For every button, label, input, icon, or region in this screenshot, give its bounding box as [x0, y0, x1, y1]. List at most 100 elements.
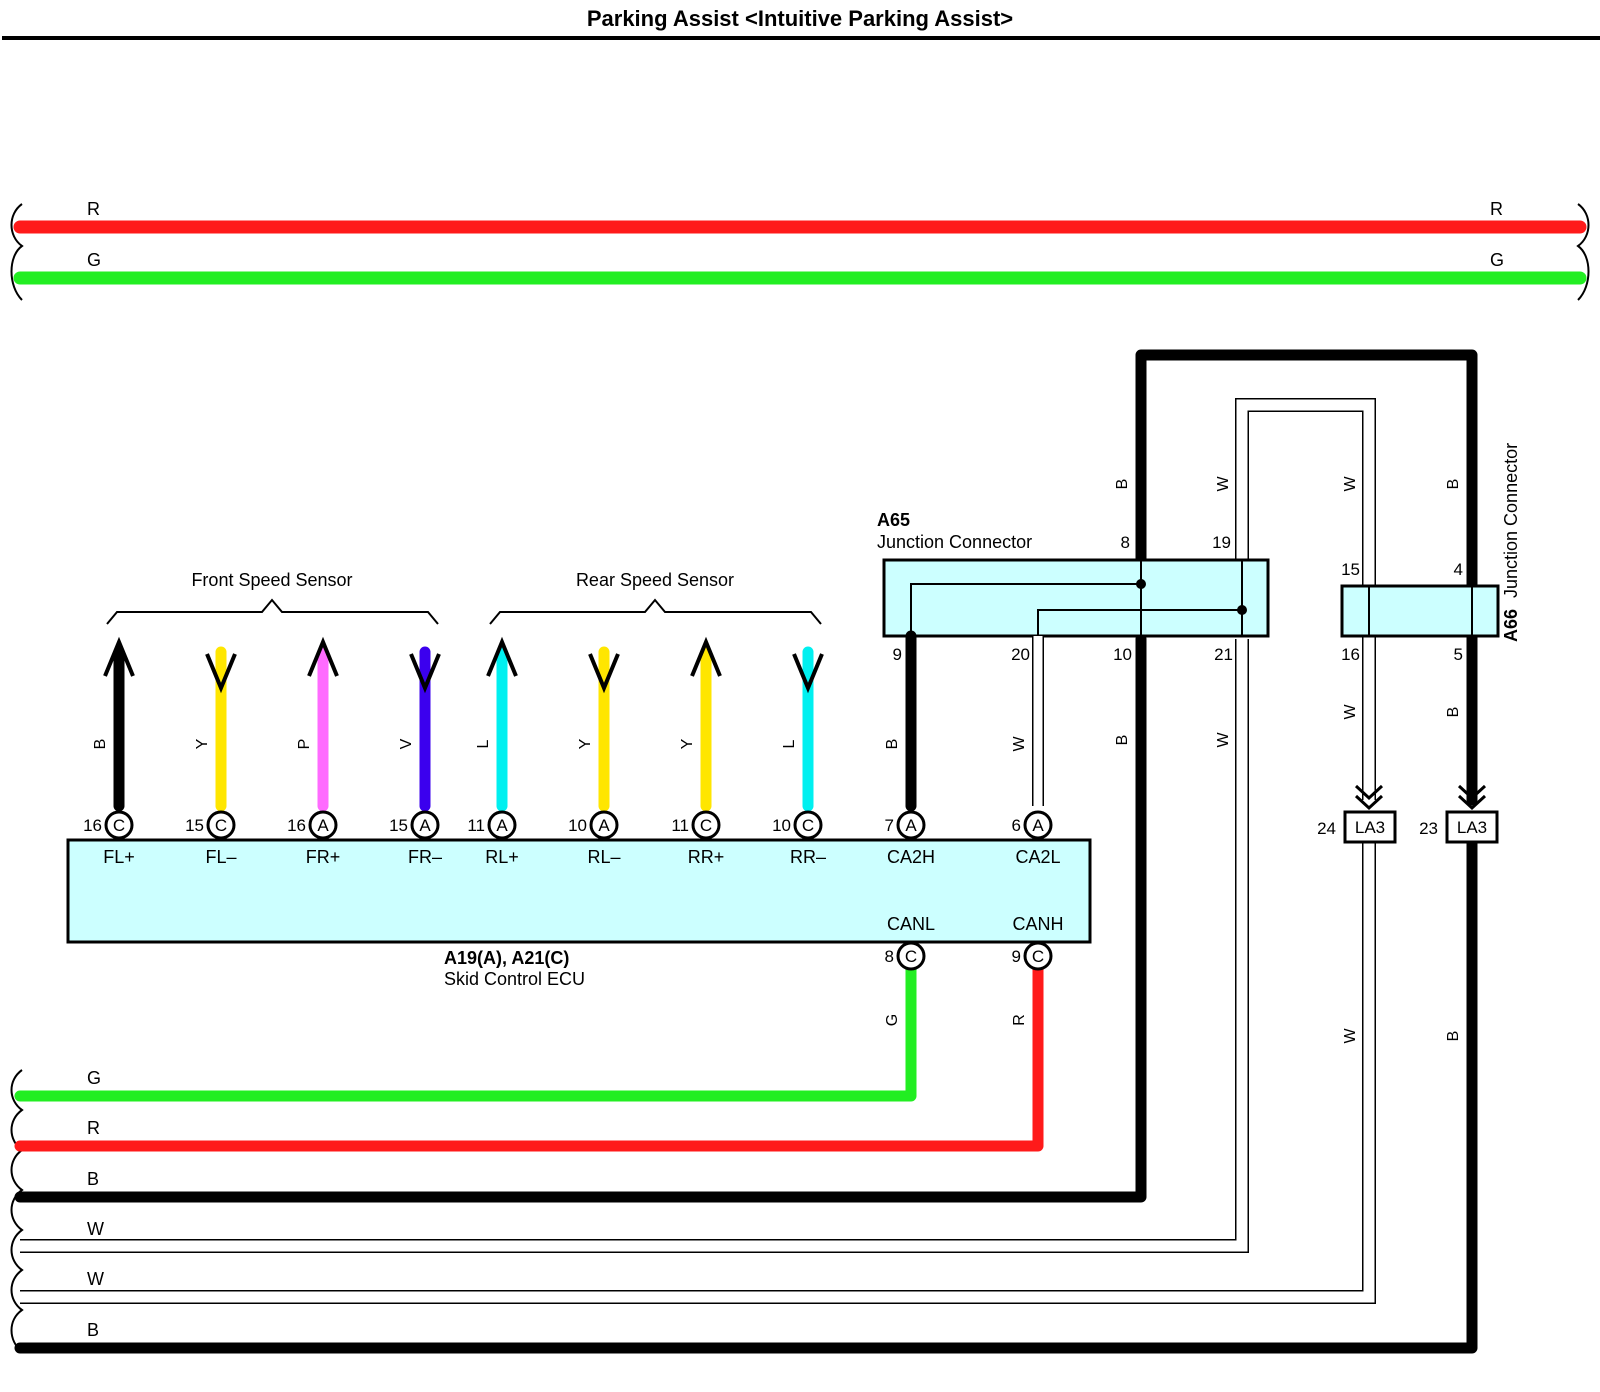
a65-pin-20: 20 [1011, 645, 1030, 664]
sensor-arrow-down-7 [792, 653, 824, 694]
la3-23-arrow-b [1457, 794, 1487, 811]
wire-code-a66_out_b: B [1445, 707, 1462, 718]
wire-code-1: Y [194, 738, 211, 749]
ecu-pin-conn-3: A [419, 816, 431, 835]
ecu-pin-label-7: RR– [790, 847, 826, 867]
front-sensor-brace [106, 598, 439, 625]
a65-pin-10: 10 [1113, 645, 1132, 664]
wire-code-can_g: G [884, 1014, 901, 1026]
la3-24-box [1343, 810, 1397, 844]
ecu-pin-circle-9 [1023, 810, 1053, 840]
top-bus: R R G G [10, 199, 1590, 301]
ecu-pin-circle-7 [793, 810, 823, 840]
ecu-pin-number-9: 6 [1012, 816, 1021, 835]
wire-code-a65_in_w: W [1215, 476, 1232, 492]
la3-23-arrow-a [1457, 784, 1487, 801]
bus-wire-b2 [14, 836, 1478, 1354]
bottom-bus: G R B W W B [14, 633, 1478, 1354]
ecu-top-pins: C16FL+C15FL–A16FR+A15FR–A11RL+A10RL–C11R… [83, 810, 1061, 867]
ecu-pin-conn-5: A [598, 816, 610, 835]
ecu-pin-number-4: 11 [467, 816, 485, 835]
ecu-pin-number-3: 15 [389, 816, 408, 835]
a65-pin-19: 19 [1212, 533, 1231, 552]
wire-code-a65_out_b: B [1114, 735, 1131, 746]
ecu-pin-label-8: CA2H [887, 847, 935, 867]
ecu-body [66, 838, 1092, 944]
a66-name: A66 [1501, 609, 1521, 642]
ecu-bottom-pin-label-0: CANL [887, 914, 935, 934]
a65-connector: A65 Junction Connector 8 19 9 20 10 21 [877, 510, 1270, 664]
bus-b2-label: B [87, 1320, 99, 1340]
top-bus-break-right [1576, 203, 1590, 301]
sensor-arrow-up-4 [486, 636, 518, 677]
a66-pin-4: 4 [1454, 560, 1463, 579]
rear-sensor-group: Rear Speed Sensor [489, 570, 822, 625]
a66-pin-16: 16 [1341, 645, 1360, 664]
ecu-bottom-pin-label-1: CANH [1012, 914, 1063, 934]
bus-w1-label: W [87, 1219, 104, 1239]
title-rule [2, 36, 1600, 40]
la3-24-arrow-a [1354, 784, 1384, 801]
wire-code-3: V [398, 738, 415, 749]
ecu-pin-conn-2: A [317, 816, 329, 835]
wire-code-a66_in_b: B [1445, 479, 1462, 490]
bus-wire-w2-inner [20, 842, 1375, 1303]
ecu-pin-circle-6 [691, 810, 721, 840]
wire-code-0: B [92, 739, 109, 750]
wire-code-a65_out_w: W [1215, 732, 1232, 748]
la3-23-box [1445, 810, 1499, 844]
a65-body [882, 558, 1270, 638]
ecu-pin-conn-9: A [1032, 816, 1044, 835]
rear-sensor-label: Rear Speed Sensor [576, 570, 734, 590]
ecu-pin-conn-0: C [113, 816, 125, 835]
a66-connector: 15 4 16 5 A66 Junction Connector [1340, 443, 1521, 664]
sensor-arrow-up-6 [690, 636, 722, 677]
ecu-pin-circle-4 [487, 810, 517, 840]
ecu-pin-number-6: 11 [671, 816, 689, 835]
ecu-pin-circle-2 [308, 810, 338, 840]
page-title: Parking Assist <Intuitive Parking Assist… [586, 6, 1014, 31]
wire-code-2: P [296, 739, 313, 750]
ecu-pin-circle-1 [206, 810, 236, 840]
ecu-pin-circle-8 [896, 810, 926, 840]
top-bus-g-label-right: G [1490, 250, 1504, 270]
front-sensor-group: Front Speed Sensor [106, 570, 439, 625]
upper-loops [1135, 349, 1478, 806]
ecu-pin-label-4: RL+ [485, 847, 519, 867]
sensor-arrow-down-5 [588, 653, 620, 694]
top-bus-r-label-right: R [1490, 199, 1503, 219]
a65-bus-w [1037, 609, 1242, 636]
bus-w2-label: W [87, 1269, 104, 1289]
wire-code-a66_in_w: W [1342, 476, 1359, 492]
ecu-bottom-pin-circle-1 [1023, 941, 1053, 971]
wire-code-can_r: R [1011, 1014, 1028, 1026]
bus-wire-g [14, 964, 917, 1102]
wire-code-a66_out_w: W [1342, 704, 1359, 720]
a66-pin-5: 5 [1454, 645, 1463, 664]
bus-b1-label: B [87, 1169, 99, 1189]
wire-code-7: L [781, 739, 798, 748]
a65-node-b [1136, 579, 1146, 589]
wire-code-5: Y [577, 738, 594, 749]
ecu-pin-number-1: 15 [185, 816, 204, 835]
ecu-pin-label-9: CA2L [1015, 847, 1060, 867]
a65-pin-8: 8 [1121, 533, 1130, 552]
a65-pin-9: 9 [893, 645, 902, 664]
ecu-pin-conn-1: C [215, 816, 227, 835]
bottom-bus-break-left [10, 1069, 24, 1353]
bus-wire-r [14, 964, 1044, 1152]
top-bus-g-label-left: G [87, 250, 101, 270]
a65-name: A65 [877, 510, 910, 530]
a65-node-w [1237, 605, 1247, 615]
ecu-pin-label-5: RL– [587, 847, 620, 867]
front-sensor-label: Front Speed Sensor [191, 570, 352, 590]
a65-pin-21: 21 [1214, 645, 1233, 664]
a65-desc: Junction Connector [877, 532, 1032, 552]
ecu-bottom-pin-number-1: 9 [1012, 947, 1021, 966]
wire-code-a65_in_b: B [1114, 479, 1131, 490]
bus-r-label: R [87, 1118, 100, 1138]
wire-code-6: Y [679, 738, 696, 749]
bus-wire-b1 [14, 633, 1147, 1203]
